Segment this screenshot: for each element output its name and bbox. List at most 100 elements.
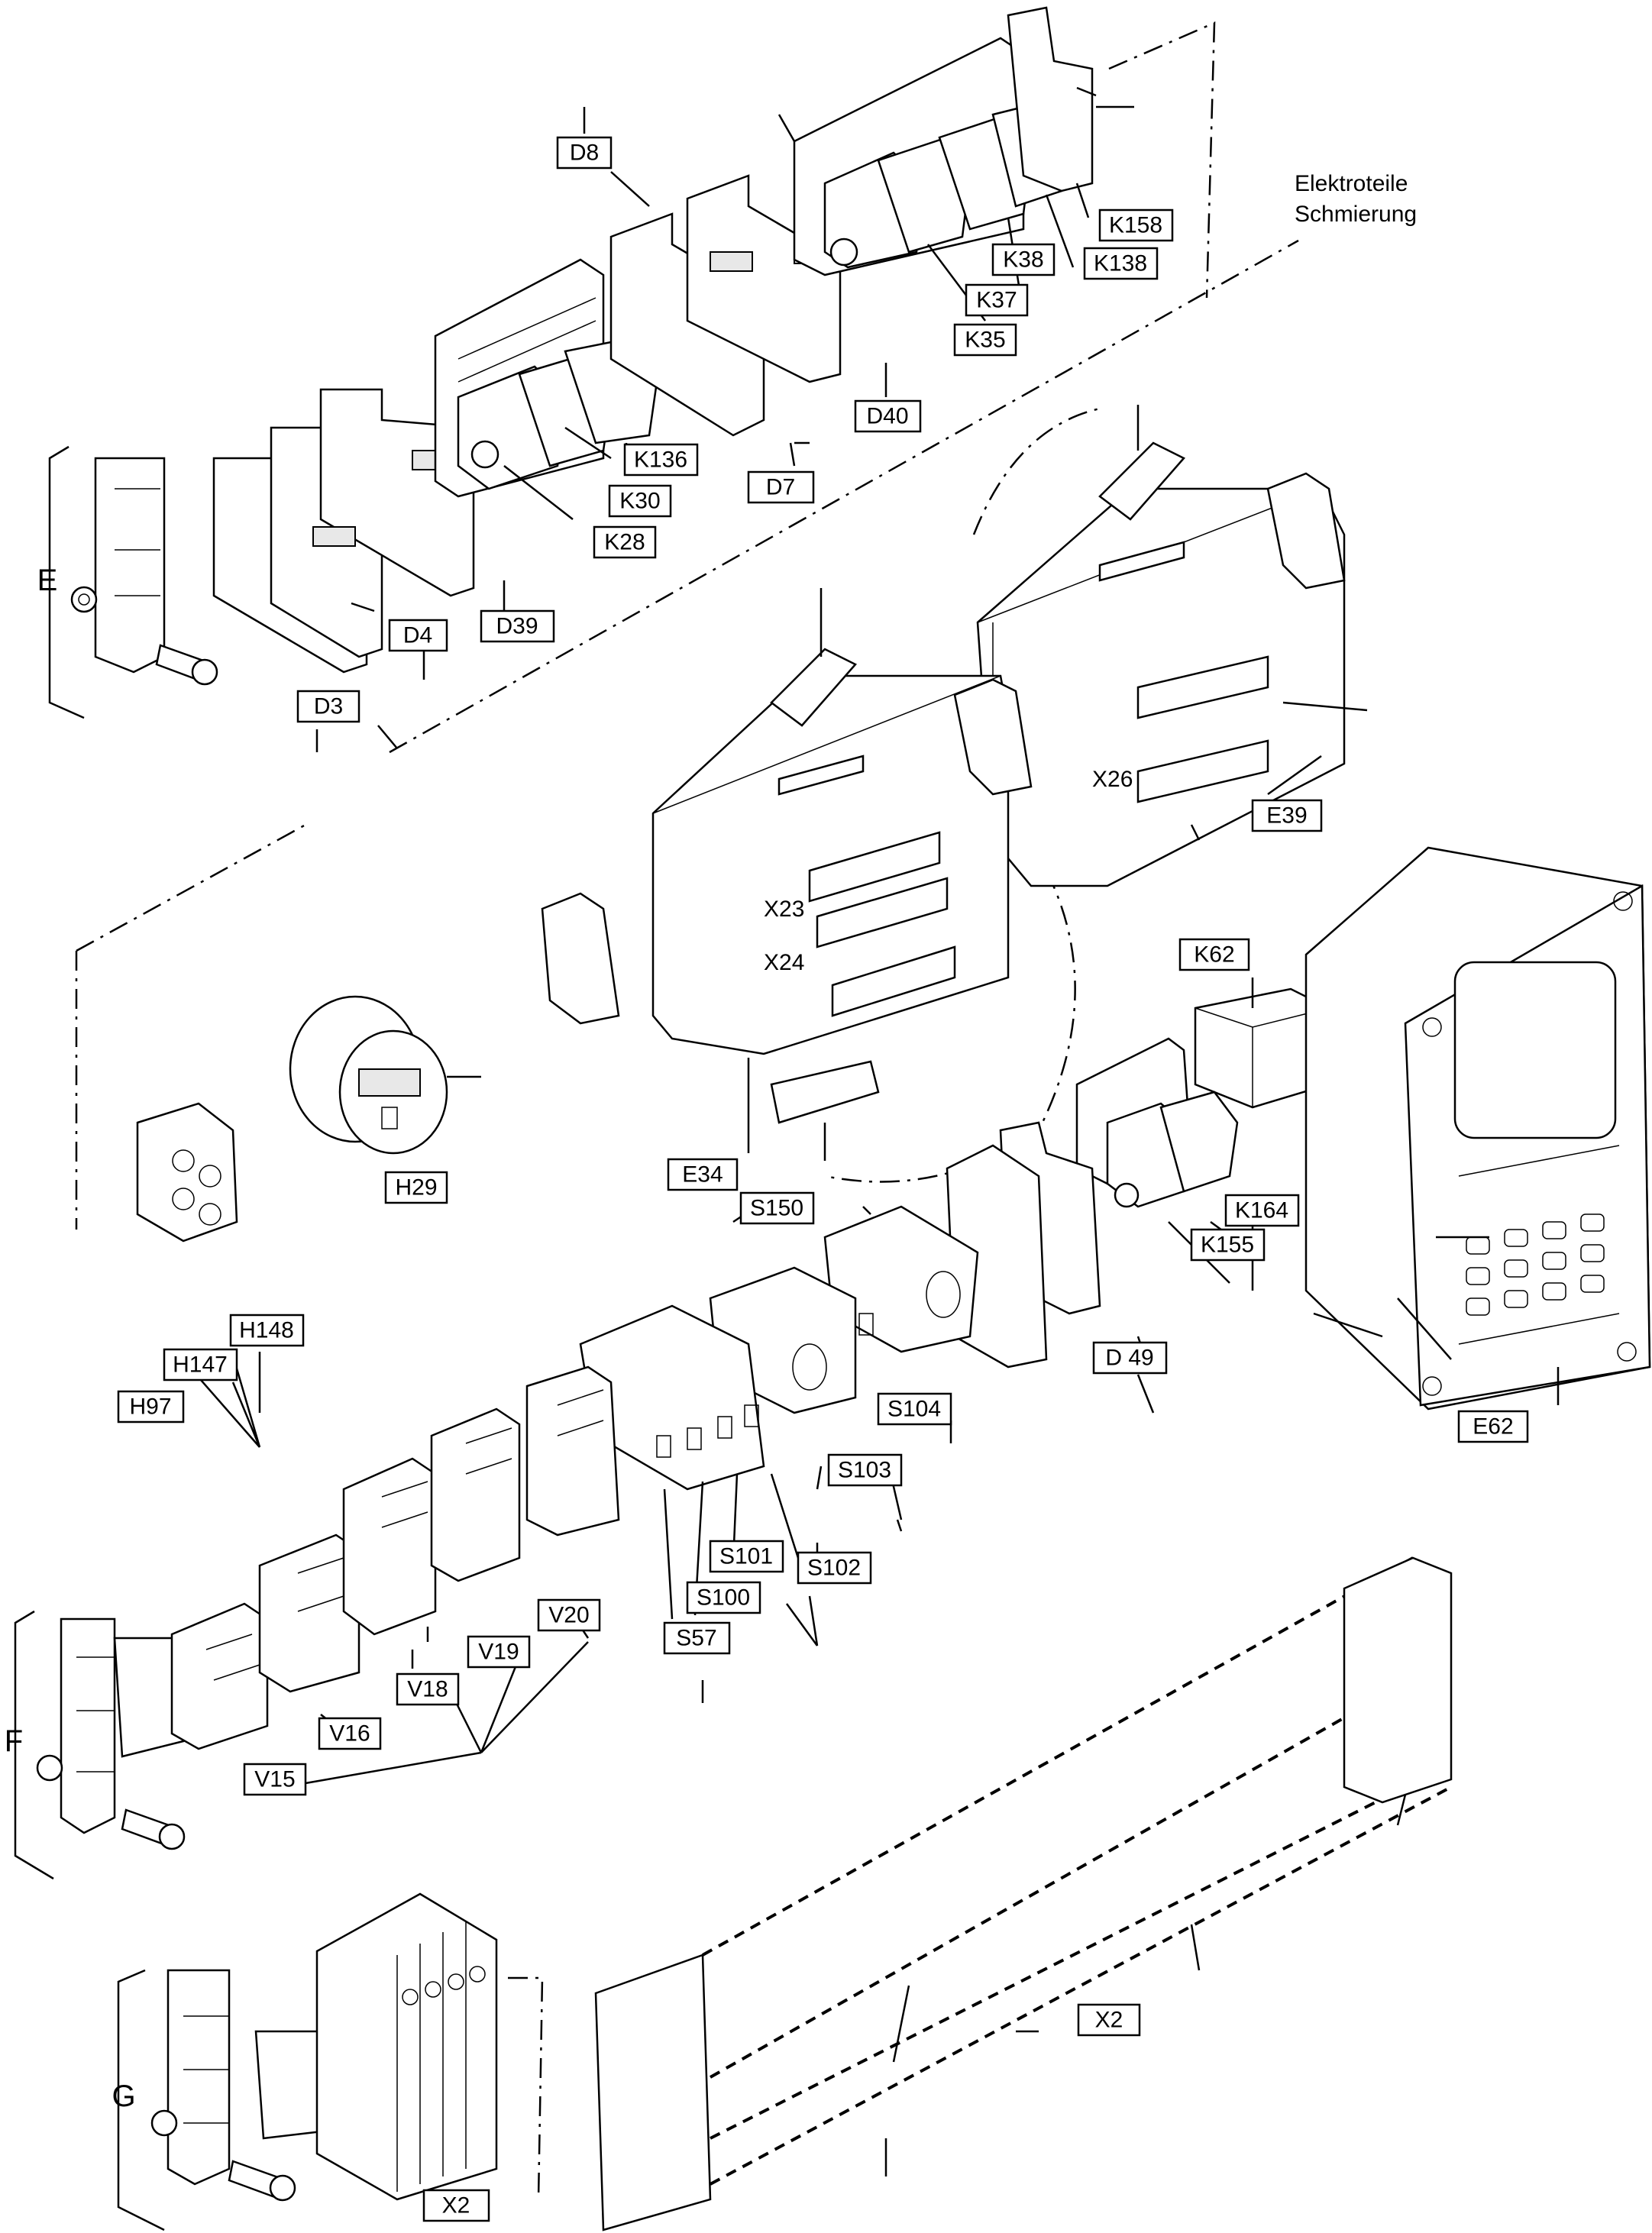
- relays-k155-k164: [1075, 1037, 1239, 1208]
- label-d8-text: D8: [570, 141, 599, 166]
- label-d40: D40: [854, 399, 922, 433]
- label-h97-text: H97: [129, 1394, 171, 1420]
- label-v20: V20: [537, 1598, 601, 1632]
- label-k62: K62: [1178, 938, 1250, 971]
- label-d4-text: D4: [403, 623, 432, 648]
- label-k38: K38: [991, 243, 1056, 276]
- enclosure-line-diagonal-upper: [389, 239, 1299, 754]
- label-s103-text: S103: [838, 1458, 891, 1483]
- label-x2-right: X2: [1077, 2003, 1141, 2037]
- label-d49-text: D 49: [1105, 1346, 1153, 1371]
- label-s150-text: S150: [750, 1196, 803, 1221]
- label-s101: S101: [709, 1540, 784, 1573]
- bracket-group-e: [48, 445, 218, 719]
- terminal-rail-x2: [594, 1556, 1453, 2231]
- lamps-h97-h147-h148: [136, 1102, 238, 1243]
- label-h147: H147: [163, 1348, 238, 1381]
- group-letter-g: G: [112, 2080, 135, 2113]
- label-k35-text: K35: [965, 328, 1005, 353]
- label-s102: S102: [797, 1551, 872, 1585]
- label-e39-text: E39: [1266, 803, 1307, 829]
- label-s100: S100: [686, 1581, 761, 1614]
- label-k136: K136: [623, 443, 699, 477]
- label-s150: S150: [739, 1191, 815, 1225]
- label-v15-text: V15: [254, 1767, 295, 1792]
- label-h97: H97: [117, 1390, 185, 1423]
- port-label-x26: X26: [1092, 767, 1133, 792]
- label-h148-text: H148: [239, 1318, 294, 1343]
- label-d7: D7: [747, 470, 815, 504]
- label-k28-text: K28: [604, 530, 645, 555]
- label-d3: D3: [296, 690, 360, 723]
- label-h147-text: H147: [173, 1352, 228, 1378]
- label-d39: D39: [480, 609, 555, 643]
- label-k30: K30: [608, 484, 672, 518]
- label-s104-text: S104: [887, 1397, 941, 1422]
- cable-loop-upper: [972, 407, 1101, 535]
- label-e34: E34: [667, 1158, 739, 1191]
- label-k62-text: K62: [1194, 942, 1234, 968]
- label-k28: K28: [593, 525, 657, 559]
- port-label-x23: X23: [764, 897, 804, 922]
- label-h29-text: H29: [395, 1175, 437, 1201]
- group-letter-f: F: [5, 1724, 23, 1758]
- relay-modules-d3-d4-d39: [212, 388, 475, 674]
- enclosure-line-top-right: [1108, 21, 1216, 299]
- display-unit-e62: [1304, 846, 1651, 1411]
- label-s100-text: S100: [697, 1585, 750, 1611]
- label-v15: V15: [243, 1763, 307, 1796]
- label-k37: K37: [965, 283, 1029, 317]
- label-v19: V19: [467, 1635, 531, 1669]
- label-s101-text: S101: [719, 1544, 773, 1569]
- label-x2-right-text: X2: [1095, 2008, 1123, 2033]
- label-h148: H148: [229, 1314, 305, 1347]
- label-d3-text: D3: [314, 694, 343, 719]
- label-k136-text: K136: [634, 448, 687, 473]
- label-x2-left-text: X2: [442, 2193, 470, 2218]
- label-k37-text: K37: [976, 288, 1017, 313]
- label-k38-text: K38: [1003, 247, 1043, 273]
- connector-module-e39: [976, 405, 1346, 887]
- label-s103: S103: [827, 1453, 903, 1487]
- label-v18: V18: [396, 1672, 460, 1706]
- title-line-2: Schmierung: [1295, 202, 1417, 227]
- label-d39-text: D39: [496, 614, 538, 639]
- label-s57-text: S57: [676, 1626, 716, 1651]
- label-v16: V16: [318, 1717, 382, 1750]
- label-e34-text: E34: [682, 1162, 723, 1188]
- label-d40-text: D40: [866, 404, 908, 429]
- label-s104: S104: [877, 1392, 952, 1426]
- connector-module-e34: [651, 588, 1010, 1161]
- label-e62-text: E62: [1473, 1414, 1513, 1440]
- label-e39: E39: [1251, 799, 1323, 832]
- label-v20-text: V20: [548, 1603, 589, 1628]
- label-v16-text: V16: [329, 1721, 370, 1747]
- title-line-1: Elektroteile: [1295, 171, 1408, 196]
- label-v18-text: V18: [407, 1677, 448, 1702]
- terminal-strips-v15-v20: [170, 1365, 620, 1750]
- label-d7-text: D7: [766, 475, 795, 500]
- bracket-group-f: [14, 1610, 186, 1880]
- label-k164-text: K164: [1235, 1198, 1288, 1223]
- label-k158-text: K158: [1109, 213, 1162, 238]
- label-k138: K138: [1083, 247, 1159, 280]
- enclosure-line-left: [75, 823, 306, 1230]
- relay-bank-k28-k30-k136: [434, 258, 658, 498]
- relay-bank-k35-k138: [793, 6, 1094, 276]
- leader-lines: [179, 86, 1560, 2176]
- gauge-h29: [289, 995, 481, 1155]
- label-s102-text: S102: [807, 1556, 861, 1581]
- switch-bank: [579, 1205, 979, 1491]
- label-v19-text: V19: [478, 1640, 519, 1665]
- label-x2-left: X2: [422, 2189, 490, 2222]
- bracket-group-g: [117, 1969, 330, 2231]
- label-k30-text: K30: [619, 489, 660, 514]
- label-k155: K155: [1190, 1228, 1266, 1262]
- label-d8: D8: [556, 136, 613, 170]
- label-k138-text: K138: [1094, 251, 1147, 276]
- enclosure-line-bottom: [508, 1976, 544, 2200]
- terminal-block-x2-left: [315, 1892, 498, 2201]
- group-letter-e: E: [37, 564, 58, 597]
- label-d49: D 49: [1092, 1341, 1168, 1375]
